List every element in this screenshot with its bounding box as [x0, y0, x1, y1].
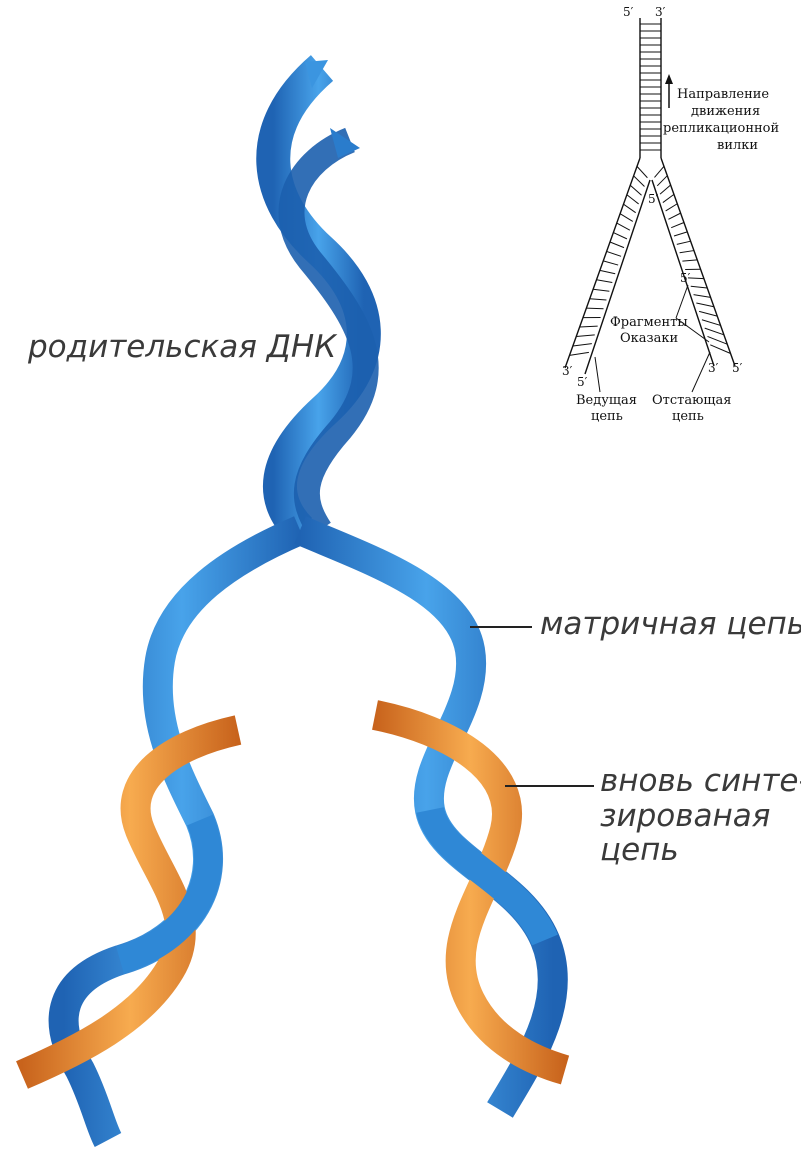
ladder-rung [660, 185, 671, 194]
ladder-rung [586, 308, 603, 309]
ladder-rung [634, 176, 645, 187]
ladder-rung [607, 251, 621, 256]
ladder-rung [699, 311, 717, 316]
fork-top-5prime: 5′ [623, 5, 634, 19]
direction-line-3: репликационной [663, 121, 779, 136]
right-template-overpass [430, 810, 545, 940]
left-bottom-5prime: 5′ [577, 375, 588, 389]
okazaki-pointer-1 [676, 285, 688, 318]
ladder-rung [590, 299, 607, 300]
parent-dna-helix [273, 60, 365, 530]
direction-line-4: вилки [717, 138, 758, 153]
ladder-rung [663, 194, 674, 202]
ladder-rung [637, 166, 647, 177]
ladder-rung [593, 289, 609, 291]
ladder-rung [617, 223, 630, 230]
fork-parent-rungs [640, 24, 661, 150]
leading-line-2: цепь [591, 409, 623, 424]
new-strand-label: вновь синте- зированая цепь [600, 764, 801, 868]
fork-direction-arrowhead [665, 74, 673, 84]
ladder-rung [576, 335, 595, 337]
right-bottom-5prime: 5′ [732, 361, 743, 375]
ladder-rung [668, 213, 680, 219]
ladder-rung [680, 251, 694, 253]
ladder-rung [696, 303, 714, 307]
replication-fork-inset: 5′ 3′ Направление движения репликационно… [562, 5, 779, 424]
right-daughter-duplex [300, 530, 565, 1110]
ladder-rung [580, 326, 598, 327]
parent-dna-label: родительская ДНК [28, 330, 336, 365]
lagging-line-2: цепь [672, 409, 704, 424]
new-strand-label-line-1: вновь синте- [600, 764, 801, 799]
fork-top-3prime: 3′ [655, 5, 666, 19]
new-strand-label-line-2: зированая [600, 799, 801, 834]
ladder-rung [691, 286, 708, 288]
ladder-rung [671, 222, 684, 227]
right-bottom-3prime: 3′ [708, 361, 719, 375]
left-daughter-duplex [22, 530, 300, 1140]
okazaki-line-2: Оказаки [620, 331, 678, 346]
ladder-rung [677, 241, 691, 244]
leading-pointer [595, 357, 600, 392]
ladder-rung [600, 270, 615, 273]
fork-inner-5prime-lower: 5′ [680, 271, 691, 285]
fork-inner-5prime-upper: 5′ [648, 192, 659, 206]
direction-line-2: движения [691, 104, 760, 119]
ladder-rung [657, 176, 667, 186]
ladder-rung [630, 185, 641, 195]
ladder-rung [705, 328, 724, 335]
ladder-rung [674, 232, 687, 236]
template-strand-label: матричная цепь [540, 607, 801, 642]
okazaki-line-1: Фрагменты [610, 315, 688, 330]
ladder-rung [570, 352, 589, 355]
ladder-rung [610, 242, 624, 248]
ladder-rung [702, 320, 721, 326]
ladder-rung [573, 344, 592, 346]
ladder-rung [624, 204, 636, 212]
ladder-rung [613, 233, 627, 239]
new-strand-label-line-3: цепь [600, 833, 801, 868]
direction-line-1: Направление [677, 87, 769, 102]
lagging-line-1: Отстающая [652, 393, 731, 408]
left-bottom-3prime: 3′ [562, 364, 573, 378]
ladder-rung [620, 214, 633, 222]
ladder-rung [666, 204, 678, 211]
ladder-rung [603, 261, 618, 265]
leading-line-1: Ведущая [576, 393, 637, 408]
ladder-rung [597, 280, 613, 283]
ladder-rung [694, 295, 711, 298]
ladder-rung [682, 260, 697, 261]
ladder-rung [654, 166, 663, 177]
ladder-rung [627, 195, 639, 204]
